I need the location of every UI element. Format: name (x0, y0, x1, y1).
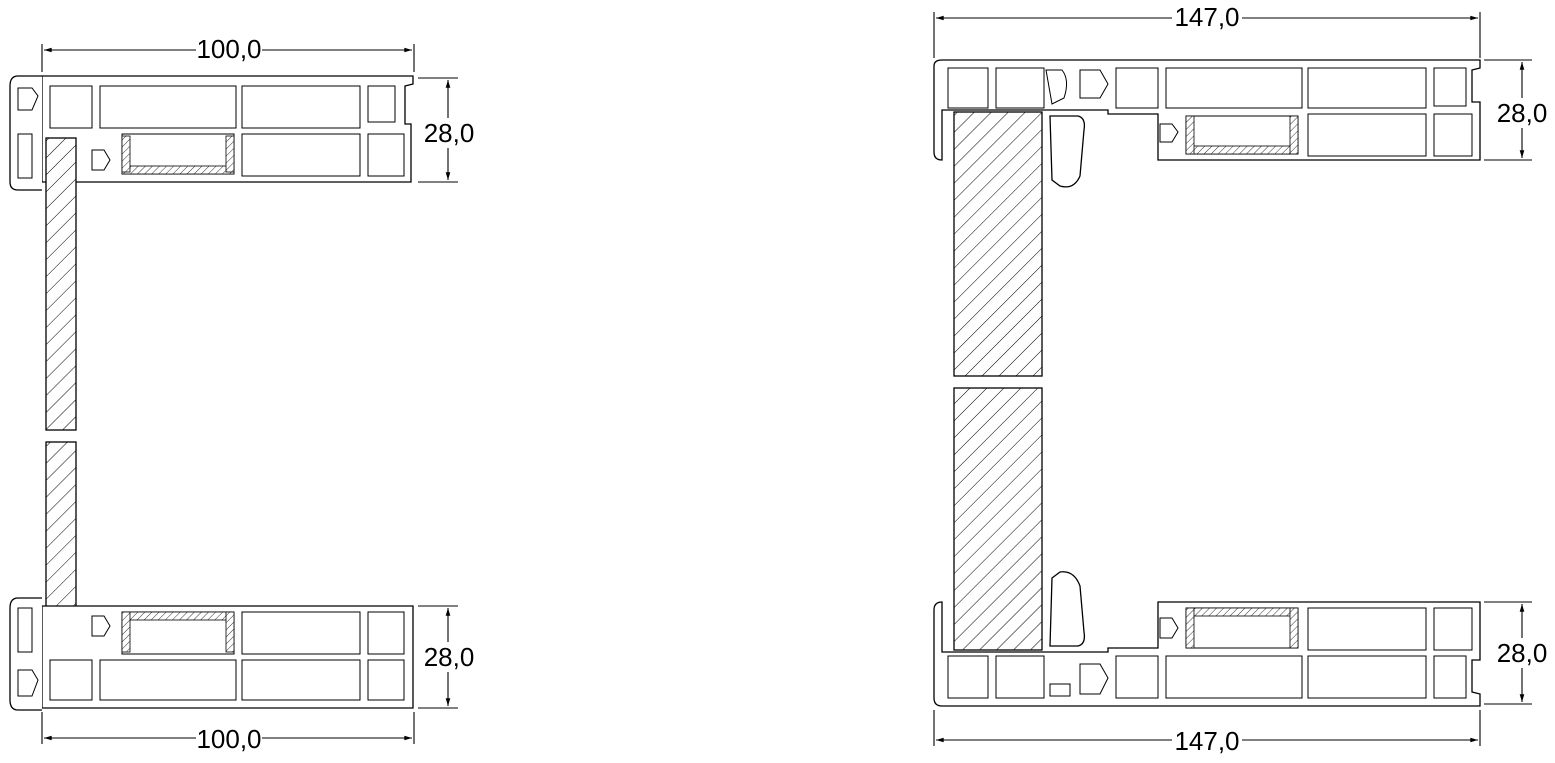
right-glass-upper (953, 111, 1043, 377)
left-top-width-label: 100,0 (196, 34, 261, 64)
right-bottom-profile (933, 571, 1481, 707)
right-glass-lower (953, 387, 1043, 651)
right-bottom-height-label: 28,0 (1497, 638, 1548, 668)
right-bottom-width-label: 147,0 (1174, 726, 1239, 756)
left-top-profile (9, 75, 414, 191)
right-bottom-width-dimension: 147,0 (933, 710, 1481, 756)
left-top-height-label: 28,0 (424, 118, 475, 148)
left-top-width-dimension: 100,0 (41, 34, 415, 72)
right-section: 147,0 28,0 28,0 147,0 (933, 2, 1550, 756)
right-bottom-height-dimension: 28,0 (1484, 601, 1550, 705)
right-top-height-label: 28,0 (1497, 98, 1548, 128)
right-top-width-dimension: 147,0 (933, 2, 1481, 58)
left-bottom-height-dimension: 28,0 (418, 605, 476, 709)
left-top-height-dimension: 28,0 (418, 77, 476, 183)
left-bottom-profile (9, 597, 414, 711)
left-section: 100,0 28,0 28,0 100,0 (9, 34, 476, 754)
right-top-width-label: 147,0 (1174, 2, 1239, 32)
left-bottom-height-label: 28,0 (424, 642, 475, 672)
right-top-height-dimension: 28,0 (1484, 59, 1550, 161)
left-glass-upper (45, 137, 77, 431)
right-top-profile (933, 59, 1481, 188)
left-bottom-width-label: 100,0 (196, 724, 261, 754)
left-bottom-width-dimension: 100,0 (41, 712, 415, 754)
